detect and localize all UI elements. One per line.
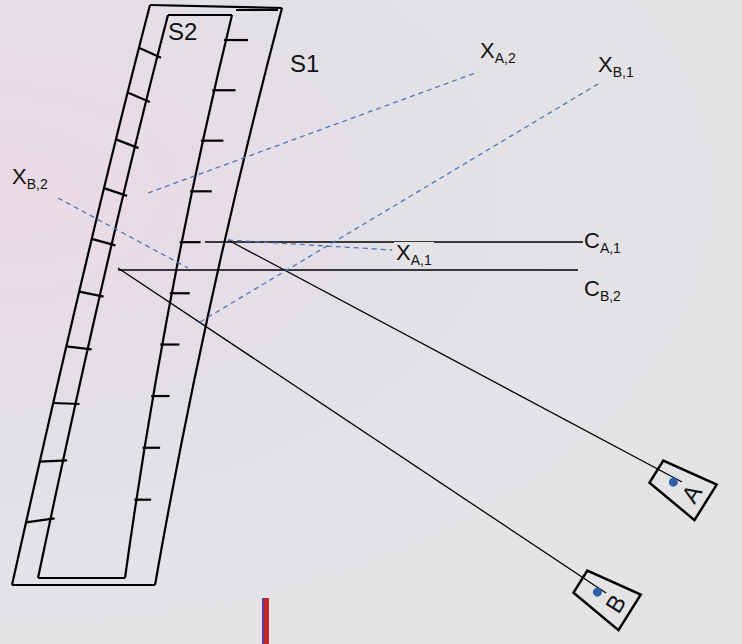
label: S2 [168,20,197,44]
dashed-lines [58,72,598,322]
label: XB,1 [598,54,634,79]
red-bar-edge [262,598,264,644]
label: XA,1 [394,242,434,267]
label: CA,1 [584,230,621,255]
red-bar [263,598,269,644]
curved-strips [12,5,282,585]
node-letter: A [670,468,715,520]
label: XB,2 [12,166,48,191]
label: S1 [290,52,319,76]
label: CB,2 [584,278,621,303]
sensor-block: A [643,451,720,523]
node-letter: B [594,578,639,630]
sensor-block: B [567,561,644,633]
label: XA,2 [480,40,516,65]
leader-lines [118,240,682,593]
